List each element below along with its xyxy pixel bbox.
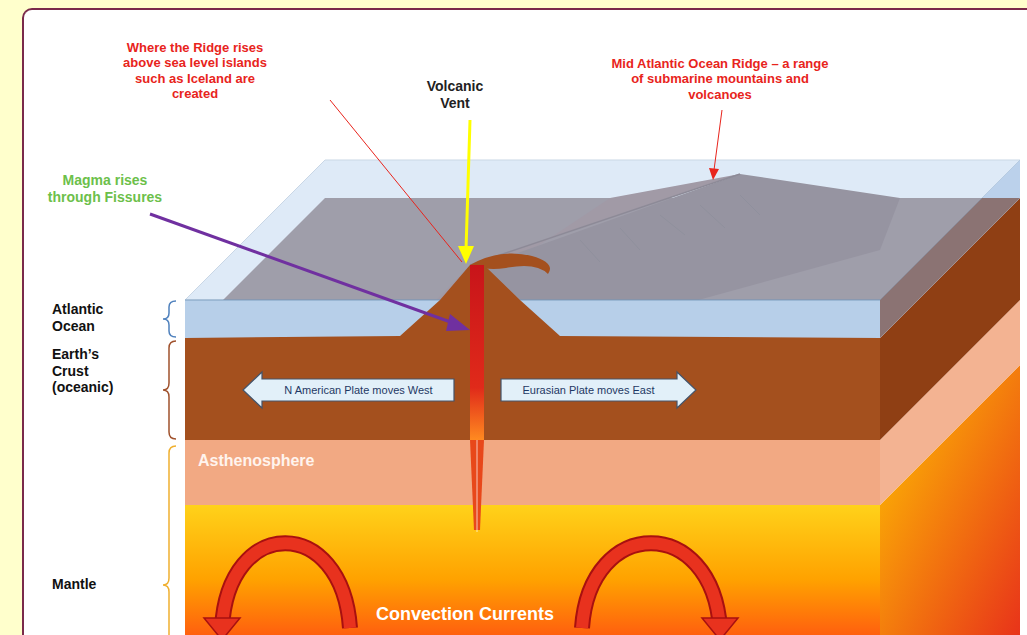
callout-note: Where the Ridge rises above sea level is…: [120, 40, 270, 101]
volcanic-vent: [470, 265, 484, 440]
arrow-shape: [501, 372, 696, 408]
process-label: Convection Currents: [358, 604, 572, 625]
layer-label: Earth’s Crust (oceanic): [52, 346, 132, 396]
plate-arrow: N American Plate moves West: [242, 371, 455, 409]
ocean-surface: [185, 160, 1020, 300]
layer-brace: [163, 301, 176, 337]
layer-brace: [163, 341, 176, 439]
layer-brace: [163, 446, 176, 635]
plate-label: N American Plate moves West: [242, 379, 433, 401]
convection-arrow: [582, 543, 738, 635]
pointer-arrow: [458, 120, 474, 264]
plate-arrow: Eurasian Plate moves East: [500, 371, 697, 409]
crust-front: [185, 265, 880, 440]
plate-label: Eurasian Plate moves East: [500, 379, 655, 401]
callout-note: Mid Atlantic Ocean Ridge – a range of su…: [605, 56, 835, 102]
mantle-front: [185, 505, 880, 635]
layer-label: Mantle: [52, 576, 132, 593]
sea-level-line: [185, 300, 880, 301]
callout-label: Volcanic Vent: [415, 78, 495, 111]
fissure-line: [477, 440, 478, 532]
pointer-arrow: [709, 110, 722, 180]
convection-arrow: [204, 543, 350, 635]
leader-line: [330, 100, 462, 262]
layer-label: Atlantic Ocean: [52, 301, 132, 334]
asthenosphere-front: [185, 440, 880, 505]
arrow-shape: [243, 372, 454, 408]
layer-label: Asthenosphere: [198, 452, 368, 471]
callout-label: Magma rises through Fissures: [40, 172, 170, 205]
pointer-arrow: [150, 214, 470, 331]
